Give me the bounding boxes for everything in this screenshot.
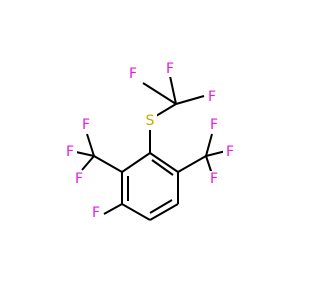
bond-lcf3-f-bottom <box>81 155 95 171</box>
bond-rcf3-f-right <box>205 150 227 157</box>
molecule-structure-diagram: F F F S F F F F F F F <box>63 61 237 221</box>
bond-c2-cf3 <box>93 155 123 173</box>
atom-f-lcf3-bottom: F <box>75 171 83 187</box>
ring-bond-c1-c6 <box>149 152 179 173</box>
bond-rcf3-f-top <box>205 133 213 157</box>
bond-c3-f <box>103 203 123 215</box>
bond-lcf3-f-top <box>86 133 95 157</box>
ring-bond-c3-c4 <box>121 203 151 221</box>
atom-f-ring: F <box>92 205 100 221</box>
atom-f-lcf3-top: F <box>82 117 90 133</box>
atom-f-lcf3-left: F <box>66 144 74 160</box>
ring-bond-c1-c2 <box>121 152 151 173</box>
bond-lcf3-f-left <box>75 151 95 157</box>
atom-f-rcf3-top: F <box>210 117 218 133</box>
atom-f-rcf3-right: F <box>226 144 234 160</box>
ring-bond-c4-c5-inner <box>149 199 173 214</box>
atom-f-rcf3-bottom: F <box>210 171 218 187</box>
atom-labels: F F F S F F F F F F F <box>63 61 237 221</box>
bond-c6-cf3 <box>177 155 207 173</box>
bonds <box>75 75 227 221</box>
ring-bond-c1-c6-inner <box>151 159 174 176</box>
bond-s-cf3 <box>155 103 177 117</box>
bond-scf3-f-right <box>175 95 205 105</box>
bond-scf3-f-left <box>142 82 177 105</box>
atom-sulfur: S <box>146 113 155 129</box>
atom-f-scf3-top: F <box>166 61 174 77</box>
atom-f-scf3-right: F <box>208 89 216 105</box>
atom-f-scf3-left: F <box>129 66 137 82</box>
ring-bond-c4-c5 <box>149 203 179 221</box>
bond-scf3-f-top <box>169 75 177 105</box>
